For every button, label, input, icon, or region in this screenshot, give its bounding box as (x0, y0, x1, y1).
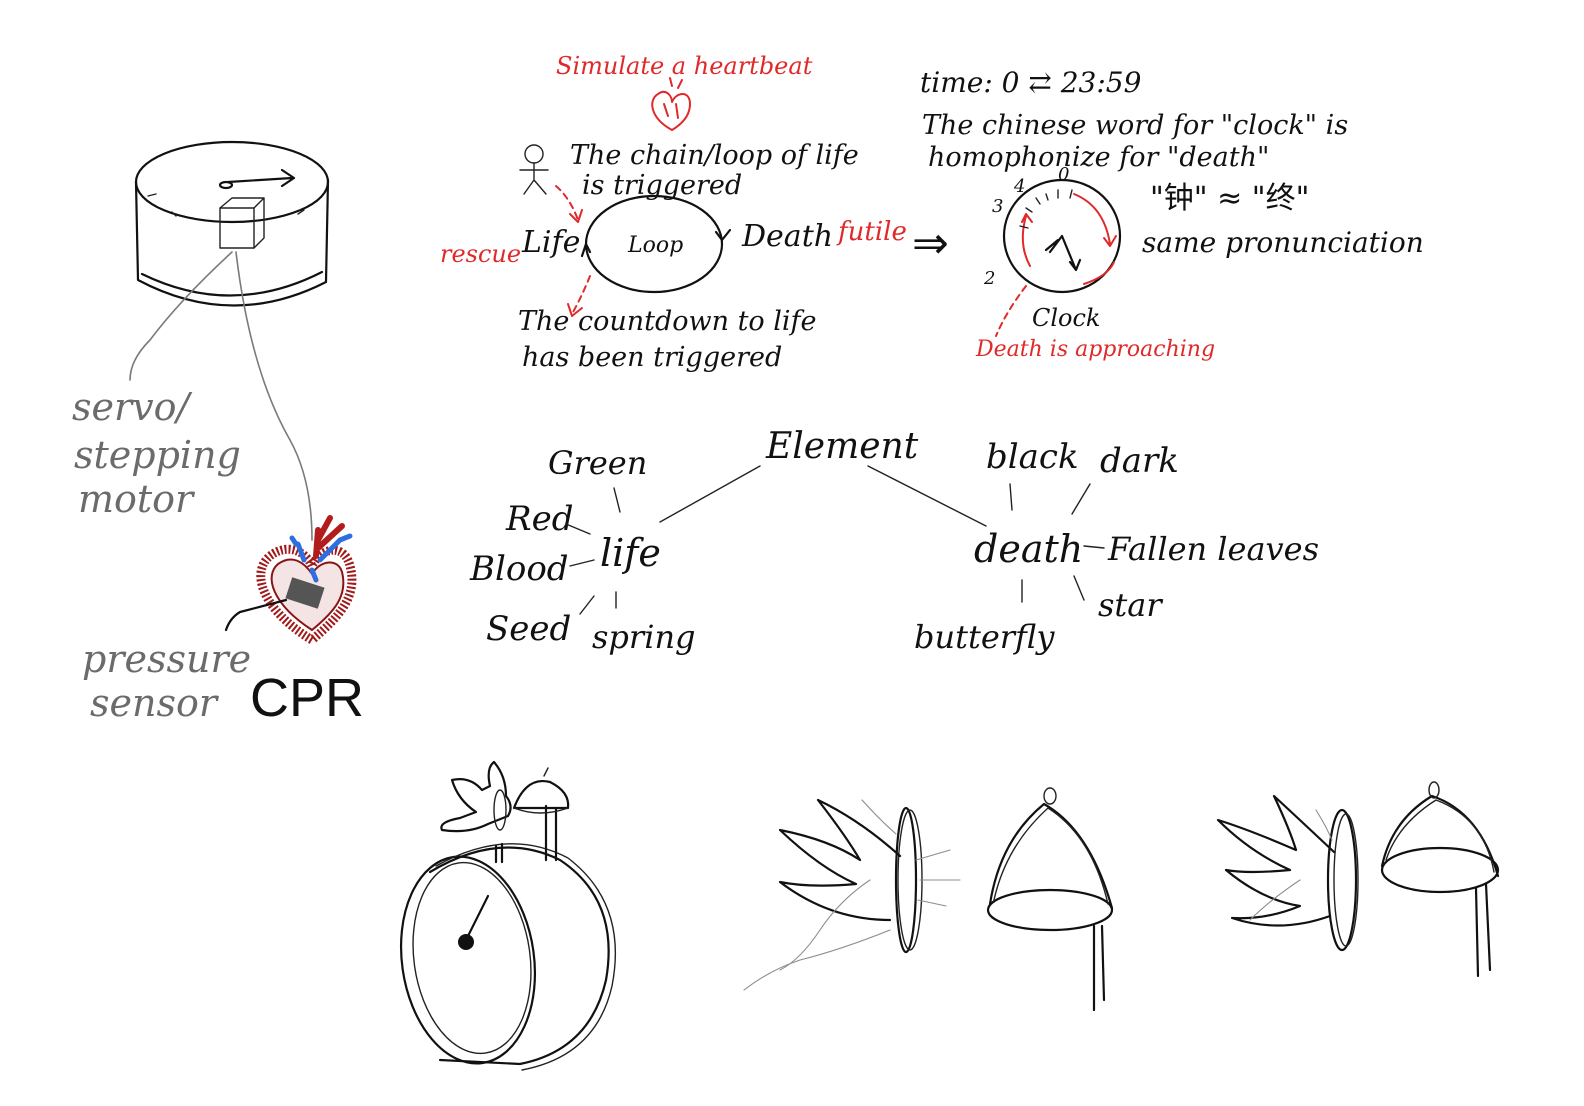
cpr-label: CPR (250, 668, 364, 728)
life-spokes (565, 487, 621, 615)
dial-number-2: 2 (983, 268, 995, 289)
sensor-label-1: pressure (82, 637, 251, 681)
clock-note-line-2: homophonize for "death" (928, 142, 1269, 173)
link-element-life (659, 465, 761, 523)
countdown-line-2: has been triggered (522, 342, 782, 373)
motor-label-3: motor (78, 477, 196, 521)
chain-line-1: The chain/loop of life (570, 140, 859, 171)
wing-and-bell-icon (1216, 781, 1500, 978)
life-assoc-spring: spring (592, 618, 696, 656)
rescue-label: rescue (440, 240, 521, 268)
implies-arrow: ⇒ (912, 218, 949, 269)
sensor-wire (235, 251, 313, 541)
chinese-pair: "钟" ≈ "终" (1150, 181, 1309, 216)
clock-caption: Clock (1032, 304, 1100, 332)
life-assoc-red: Red (505, 499, 574, 539)
time-label: time: 0 ⇄ 23:59 (920, 66, 1141, 99)
clock-cylinder-icon (134, 140, 330, 307)
countdown-line-1: The countdown to life (518, 306, 817, 337)
element-center: Element (765, 426, 919, 467)
clock-with-wings-and-bell-icon (399, 760, 617, 1071)
wing-and-disc-icon (743, 798, 961, 991)
life-assoc-blood: Blood (469, 549, 569, 589)
death-label: Death (741, 219, 833, 254)
death-assoc-fallen-leaves: Fallen leaves (1107, 530, 1319, 568)
same-pronunciation: same pronunciation (1142, 226, 1424, 259)
dial-number-4: 4 (1013, 176, 1025, 197)
trigger-arrow (555, 185, 579, 221)
dial-number-0: 0 (1058, 164, 1069, 185)
approaching-note: Death is approaching (975, 337, 1215, 362)
life-assoc-seed: Seed (486, 609, 571, 649)
motor-label-1: servo/ (72, 385, 193, 429)
dial-number-3: 3 (992, 196, 1003, 217)
approach-line (995, 285, 1027, 337)
life-word: life (600, 531, 661, 575)
motor-label-2: stepping (74, 433, 241, 477)
countdown-clock-icon (1002, 178, 1122, 294)
link-element-death (867, 465, 987, 527)
bell-icon (986, 787, 1114, 1012)
heartbeat-note: Simulate a heartbeat (556, 52, 813, 80)
death-word: death (974, 527, 1083, 571)
sensor-label-2: sensor (90, 681, 220, 725)
clock-note-line-1: The chinese word for "clock" is (922, 110, 1348, 141)
heart-icon (651, 77, 691, 131)
loop-label: Loop (627, 233, 683, 258)
life-label: Life (521, 225, 580, 260)
futile-label: futile (836, 217, 907, 247)
death-assoc-black: black (986, 437, 1079, 477)
heart-icon (256, 515, 357, 646)
motor-wire (129, 251, 233, 381)
life-assoc-green: Green (548, 444, 647, 482)
sensor-pointer (224, 598, 288, 632)
death-assoc-butterfly: butterfly (914, 618, 1055, 656)
countdown-arrow (571, 275, 591, 315)
death-assoc-star: star (1098, 586, 1163, 624)
death-spokes (1009, 483, 1105, 603)
stick-figure-icon (519, 144, 549, 195)
death-assoc-dark: dark (1100, 441, 1179, 481)
